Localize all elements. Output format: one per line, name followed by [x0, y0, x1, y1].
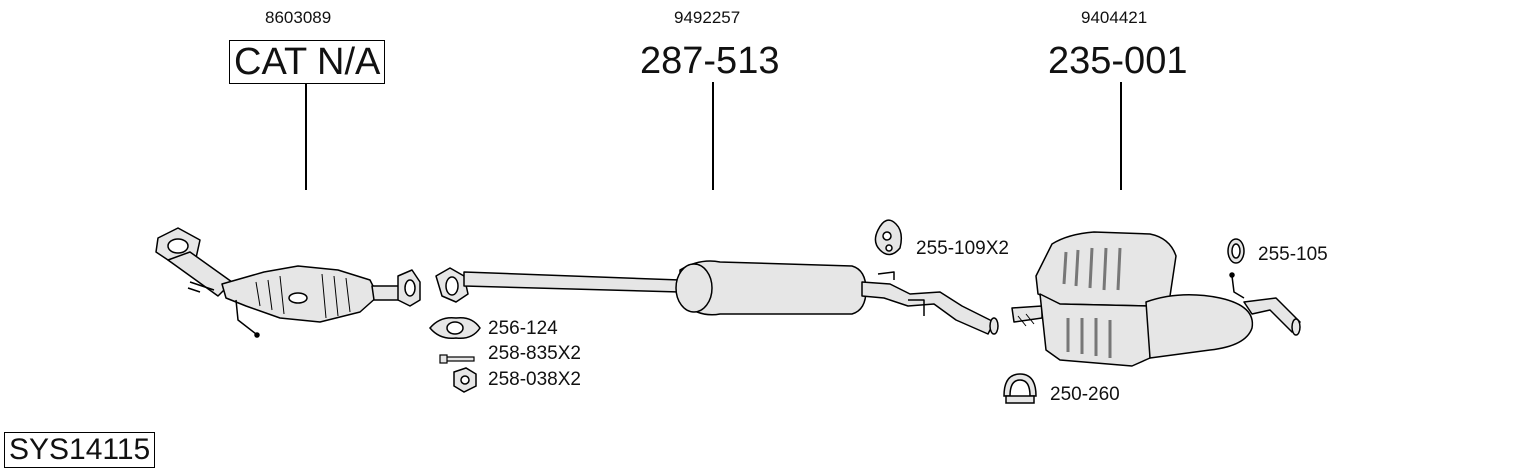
oem-number-cat: 8603089 — [265, 8, 332, 27]
accessory-label-bolt[interactable]: 258-835X2 — [488, 343, 581, 364]
oem-number-rear: 9404421 — [1081, 8, 1148, 27]
accessory-label-clamp[interactable]: 250-260 — [1050, 384, 1120, 405]
part-number-cat[interactable]: CAT N/A — [229, 40, 386, 84]
accessory-label-gasket[interactable]: 256-124 — [488, 318, 558, 339]
clamp-icon — [1003, 373, 1037, 404]
rear-silencer-drawing — [1011, 231, 1301, 367]
accessory-label-nut[interactable]: 258-038X2 — [488, 369, 581, 390]
oem-number-middle: 9492257 — [674, 8, 741, 27]
leader-line-cat — [305, 84, 307, 190]
system-id: SYS14115 — [4, 432, 156, 468]
part-number-middle[interactable]: 287-513 — [640, 40, 780, 82]
leader-line-rear — [1120, 82, 1122, 190]
middle-silencer-drawing — [435, 260, 999, 335]
accessory-label-rubber-ring[interactable]: 255-105 — [1258, 244, 1328, 265]
leader-line-middle — [712, 82, 714, 190]
rubber-ring-icon — [1227, 238, 1245, 264]
bolt-icon — [439, 354, 475, 364]
gasket-icon — [429, 316, 481, 340]
nut-icon — [453, 367, 477, 393]
catalytic-converter-drawing — [155, 227, 421, 338]
accessory-label-rubber-hanger[interactable]: 255-109X2 — [916, 238, 1009, 259]
rubber-hanger-icon — [874, 219, 903, 256]
part-number-rear[interactable]: 235-001 — [1048, 40, 1188, 82]
